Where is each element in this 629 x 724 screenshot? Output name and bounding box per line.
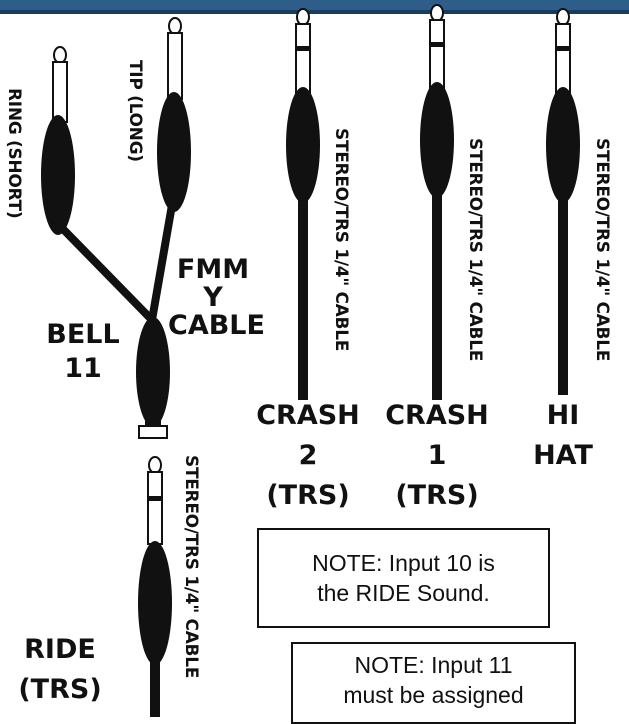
hihat-label-line2: HAT — [533, 440, 593, 471]
crash1-label: CRASH 1 (TRS) — [374, 396, 500, 516]
bell-plug — [136, 317, 170, 439]
note2-line2: must be assigned — [343, 682, 524, 708]
bell-label-line2: 11 — [64, 353, 102, 384]
y-cable-label-line2: Y — [203, 282, 223, 313]
crash2-label-line2: (TRS) — [266, 480, 350, 511]
crash1-plug — [420, 4, 454, 400]
note-ride-input: NOTE: Input 10 is the RIDE Sound. — [257, 528, 550, 628]
header-band-shadow — [0, 10, 629, 14]
y-cable-tip-leg — [148, 204, 176, 321]
crash2-label: CRASH 2 (TRS) — [243, 396, 373, 516]
tip-long-label: TIP (LONG) — [125, 60, 145, 162]
hihat-plug — [546, 8, 580, 395]
ride-label-line1: RIDE — [24, 634, 96, 665]
note1-line2: the RIDE Sound. — [317, 580, 490, 606]
hihat-cable-label: STEREO/TRS 1/4" CABLE — [592, 138, 612, 362]
y-cable-label-line3: CABLE — [168, 310, 265, 341]
y-cable-ring-leg — [59, 225, 155, 323]
y-cable-label-line1: FMM — [176, 254, 250, 285]
y-cable-label: FMM Y CABLE — [168, 254, 265, 341]
hihat-label-line1: HI — [546, 400, 580, 431]
ring-short-label: RING (SHORT) — [4, 88, 24, 219]
ride-cable-label: STEREO/TRS 1/4" CABLE — [181, 455, 201, 679]
ride-label-line2: (TRS) — [18, 674, 102, 705]
crash1-label-line1: CRASH 1 — [385, 400, 489, 471]
ride-label: RIDE (TRS) — [10, 630, 110, 710]
note1-line1: NOTE: Input 10 is — [312, 550, 495, 576]
ride-plug — [138, 456, 172, 717]
bell-label: BELL 11 — [38, 318, 128, 386]
note2-line1: NOTE: Input 11 — [354, 652, 513, 678]
crash1-cable-label: STEREO/TRS 1/4" CABLE — [465, 138, 485, 362]
ring-plug — [41, 46, 75, 235]
crash2-cable-label: STEREO/TRS 1/4" CABLE — [331, 128, 351, 352]
header-band — [0, 0, 629, 13]
tip-plug — [157, 17, 191, 212]
crash2-plug — [286, 8, 320, 400]
crash1-label-line2: (TRS) — [395, 480, 479, 511]
crash2-label-line1: CRASH 2 — [256, 400, 360, 471]
hihat-label: HI HAT — [520, 396, 606, 476]
bell-label-line1: BELL — [46, 319, 120, 350]
note-input11: NOTE: Input 11 must be assigned — [291, 642, 576, 724]
